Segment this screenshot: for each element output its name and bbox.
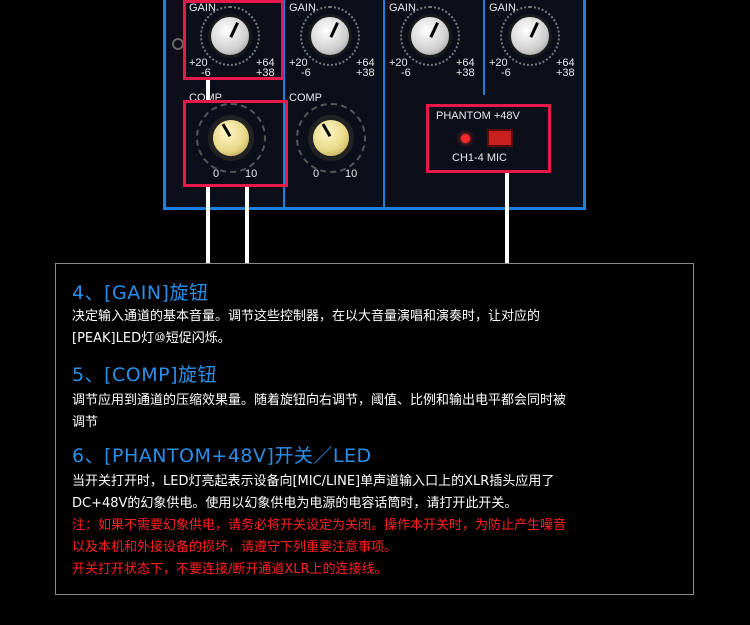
phantom-highlight xyxy=(426,104,551,173)
gain-min-label: +20 xyxy=(289,57,308,69)
comp-highlight xyxy=(183,100,288,187)
gain-min-label: +20 xyxy=(189,57,208,69)
comp-scale xyxy=(196,103,266,173)
gain-min-label: +20 xyxy=(489,57,508,69)
phantom-label: PHANTOM +48V xyxy=(436,110,520,122)
panel-divider xyxy=(483,0,485,95)
gain-label: GAIN xyxy=(489,2,516,14)
gain-sub-min-label: -6 xyxy=(401,67,411,79)
section-6-line-2: DC+48V的幻象供电。使用以幻象供电为电源的电容话筒时，请打开此开关。 xyxy=(72,496,518,511)
gain-min-label: +20 xyxy=(389,57,408,69)
gain-scale xyxy=(200,6,260,66)
gain-max-label: +64 xyxy=(256,57,275,69)
gain-scale xyxy=(500,6,560,66)
connector-line-gain xyxy=(206,80,210,100)
connector-line-phantom xyxy=(505,173,509,263)
panel-divider xyxy=(383,0,385,210)
gain-max-label: +64 xyxy=(556,57,575,69)
gain-label: GAIN xyxy=(289,2,316,14)
comp-knob-ch2[interactable] xyxy=(308,115,354,161)
gain-knob-ch4[interactable] xyxy=(508,14,552,58)
section-4-title: 4、[GAIN]旋钮 xyxy=(72,282,209,304)
gain-sub-min-label: -6 xyxy=(201,67,211,79)
gain-sub-max-label: +38 xyxy=(456,67,475,79)
comp-knob-ch1[interactable] xyxy=(208,115,254,161)
gain-label: GAIN xyxy=(389,2,416,14)
gain-scale xyxy=(400,6,460,66)
gain-max-label: +64 xyxy=(356,57,375,69)
gain-knob-ch2[interactable] xyxy=(308,14,352,58)
comp-label: COMP xyxy=(289,92,322,104)
connector-line-comp xyxy=(245,187,249,263)
gain-sub-max-label: +38 xyxy=(556,67,575,79)
description-box xyxy=(55,263,694,595)
gain-sub-max-label: +38 xyxy=(256,67,275,79)
phantom-led-icon xyxy=(461,134,470,143)
gain-knob-ch1[interactable] xyxy=(208,14,252,58)
gain-scale xyxy=(300,6,360,66)
comp-min-label: 0 xyxy=(313,168,320,180)
comp-min-label: 0 xyxy=(213,168,220,180)
gain-sub-max-label: +38 xyxy=(356,67,375,79)
gain-sub-min-label: -6 xyxy=(301,67,311,79)
comp-max-label: 10 xyxy=(345,168,358,180)
phantom-sub-label: CH1-4 MIC xyxy=(452,152,508,164)
section-6-warning-3: 开关打开状态下，不要连接/断开通道XLR上的连接线。 xyxy=(72,562,388,577)
gain-label: GAIN xyxy=(189,2,216,14)
section-4-line-2: [PEAK]LED灯⑩短促闪烁。 xyxy=(72,331,231,346)
gain-highlight xyxy=(183,0,284,80)
panel-divider xyxy=(283,0,285,210)
section-5-line-2: 调节 xyxy=(72,415,99,430)
connector-line-gain xyxy=(206,187,210,263)
section-6-line-1: 当开关打开时，LED灯亮起表示设备向[MIC/LINE]单声道输入口上的XLR插… xyxy=(72,474,555,489)
section-6-warning-1: 注：如果不需要幻象供电，请务必将开关设定为关闭。操作本开关时，为防止产生噪音 xyxy=(72,518,567,533)
section-6-warning-2: 以及本机和外接设备的损坏，请遵守下列重要注意事项。 xyxy=(72,540,398,555)
gain-max-label: +64 xyxy=(456,57,475,69)
gain-sub-min-label: -6 xyxy=(501,67,511,79)
comp-scale xyxy=(296,103,366,173)
phantom-switch[interactable] xyxy=(487,129,513,147)
section-6-title: 6、[PHANTOM+48V]开关／LED xyxy=(72,445,372,467)
section-4-line-1: 决定输入通道的基本音量。调节这些控制器，在以大音量演唱和演奏时，让对应的 xyxy=(72,309,541,324)
section-5-line-1: 调节应用到通道的压缩效果量。随着旋钮向右调节，阈值、比例和输出电平都会同时被 xyxy=(72,393,567,408)
comp-max-label: 10 xyxy=(245,168,258,180)
gain-knob-ch3[interactable] xyxy=(408,14,452,58)
section-5-title: 5、[COMP]旋钮 xyxy=(72,364,217,386)
